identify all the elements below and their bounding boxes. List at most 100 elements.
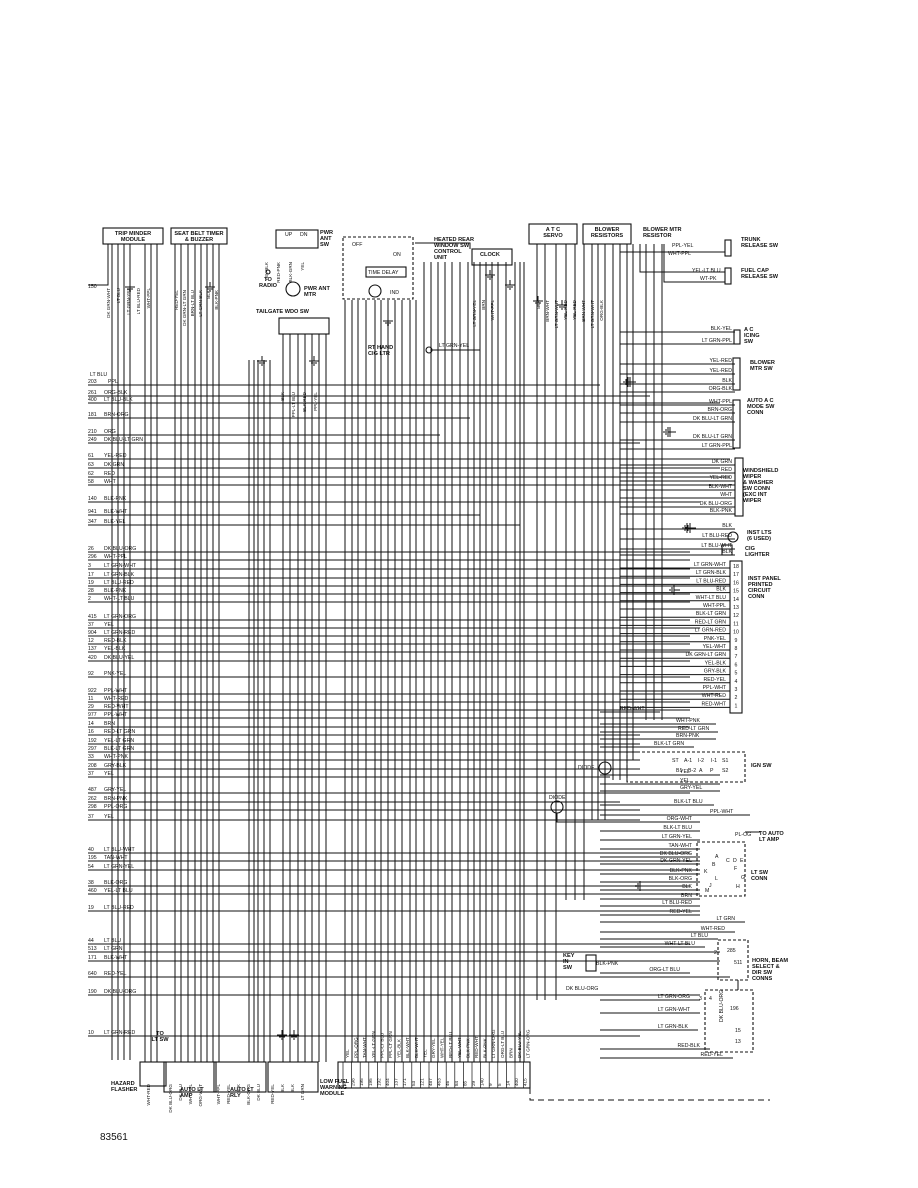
pl-og-label: PL-OG: [735, 832, 751, 838]
time-delay-box: [365, 266, 407, 278]
ground-icon: [685, 523, 696, 533]
wire-color-label: LT GRN-ORG: [658, 994, 690, 1000]
wire-color-label: RED-YEL: [670, 909, 693, 915]
windshield-label: & WASHER: [743, 480, 773, 486]
bottom-multi-connector: [337, 1061, 531, 1089]
bottom-pin-number: 400: [514, 1078, 519, 1086]
wire-color-label: YEL: [104, 814, 114, 820]
wire-number: 904: [88, 630, 97, 636]
wire-color-label: BLK-WHT: [104, 509, 128, 515]
wire-color-label: ORG-LT BLU: [649, 967, 680, 973]
wire-color-label: DK BLU-LT GRN: [693, 416, 732, 422]
wire-color-label: WHT: [104, 479, 117, 485]
pin-label: WHT-PPL: [188, 1084, 193, 1105]
bottom-pin-color: PPL-ORG: [354, 1037, 359, 1058]
pin-label: LT GRN-YEL: [126, 288, 131, 315]
cig_lighter-label: CIG: [745, 546, 755, 552]
windshield-wiper-connector: [734, 457, 744, 517]
pin-number: 4: [735, 679, 738, 685]
wire-color-label: ORG-BLK: [709, 386, 733, 392]
inst-lts-bulb: [727, 531, 739, 543]
key_in_sw-label: IN: [563, 959, 569, 965]
wire-color-label: LT GRN-YEL: [104, 864, 134, 870]
wire-color-label: DK BLU-ORG: [104, 989, 136, 995]
pin-label: WHT-PPL: [216, 1084, 221, 1105]
pwr_ant_sw-label: PWR: [320, 230, 333, 236]
windshield-label: WINDSHIELD: [743, 468, 778, 474]
pin-label: LT GRN: [300, 1084, 305, 1100]
wire-color-label: LT BLU-RED: [702, 533, 732, 539]
wire-color-label: YEL: [104, 622, 114, 628]
bottom-pin-number: 487: [428, 1078, 433, 1086]
wire-color-label: PPL-WHT: [104, 688, 128, 694]
wire-color-label: LT BLU-WHT: [701, 543, 732, 549]
pin-label: PPL-YEL: [313, 392, 318, 411]
wire-number: 58: [88, 479, 94, 485]
wire-label: WT-PK: [700, 276, 717, 282]
wire-color-label: BRN-PNK: [104, 796, 128, 802]
atc_servo-label: A T C: [546, 227, 560, 233]
heated-rear-window-control: [342, 236, 414, 300]
auto_lt_rly-label: RLY: [230, 1093, 241, 1099]
wire-color-label: WHT: [720, 492, 733, 498]
pin-number: 3: [735, 687, 738, 693]
wire-color-label: BLK-PNK: [710, 508, 733, 514]
windshield-label: WIPER: [743, 474, 761, 480]
wire-color-label: BLK-PNK: [104, 496, 127, 502]
key_in_sw-label: SW: [563, 965, 573, 971]
wire-color-label: LT GRN-WHT: [694, 562, 727, 568]
lt-sw-terminal: J: [709, 883, 712, 889]
wire-number: 10: [88, 1030, 94, 1036]
bottom-pin-number: 46: [445, 1080, 450, 1086]
pin-number: 13: [733, 605, 739, 611]
wire-color-label: WHT-LT BLU: [696, 595, 727, 601]
wire-number: 19: [88, 905, 94, 911]
wire-color-label: LT GRN-BLK: [696, 570, 727, 576]
lt-sw-terminal: C: [726, 858, 730, 864]
wire-number: 415: [88, 614, 97, 620]
trunk_release-label: RELEASE SW: [741, 243, 779, 249]
pin-label: DK BLU: [178, 1084, 183, 1101]
ign-terminal: A-1: [684, 758, 692, 764]
diode-2-wire: [556, 813, 700, 823]
dashed-extension: [529, 1088, 770, 1101]
fuel_cap-label: FUEL CAP: [741, 268, 769, 274]
bottom-pin-number: 14: [505, 1080, 510, 1086]
wire-color-label: LT BLU-RED: [662, 900, 692, 906]
wire-color-label: BRN-ORG: [104, 412, 129, 418]
wire-color-label: BLK: [722, 549, 732, 555]
hazard-label: HAZARD: [111, 1081, 135, 1087]
wire-color-label: RED-YEL: [704, 677, 727, 683]
pin-label: PPL-LT BLU: [291, 392, 296, 417]
pin-label: RED-YEL: [226, 1084, 231, 1104]
wire-color-label: RED-WHT: [620, 706, 645, 712]
wire-color-label: GRY-BLK: [104, 763, 127, 769]
horn-pin: 13: [735, 1039, 741, 1045]
wire-color-label: YEL: [680, 778, 690, 784]
wire-number: 261: [88, 390, 97, 396]
inst_lts-label: INST LTS: [747, 530, 772, 536]
pin-label: BLK: [236, 1083, 241, 1093]
pin-label: BLK-GRN: [288, 262, 293, 282]
wire-number: 195: [88, 855, 97, 861]
pin-label: WHT-PPL: [146, 288, 151, 309]
wire-color-label: LT GRN-YEL: [662, 834, 692, 840]
auto_lt_amp-label: AUTO LT: [180, 1087, 204, 1093]
horn_beam-label: CONNS: [752, 976, 772, 982]
ground-icon: [625, 377, 636, 387]
indicator-lamp: [368, 284, 382, 298]
wire-color-label: YEL-LT GRN: [104, 738, 134, 744]
figure-number: 83561: [100, 1132, 128, 1143]
blower-mtr-sw-connector: [732, 357, 741, 391]
pin-label: LT GRN-WHT: [590, 300, 595, 329]
wire-number: 37: [88, 771, 94, 777]
bottom-pin-number: 195: [368, 1078, 373, 1086]
ground-icon: [505, 280, 515, 290]
wire-number: 296: [88, 554, 97, 560]
lt-sw-terminal: L: [715, 876, 718, 882]
wire-color-label: RED-YEL: [701, 1052, 724, 1058]
pin-label: ORG-WHT: [198, 1084, 203, 1107]
lt_sw_conn-label: LT SW: [751, 870, 769, 876]
wire-number: 3: [88, 563, 91, 569]
